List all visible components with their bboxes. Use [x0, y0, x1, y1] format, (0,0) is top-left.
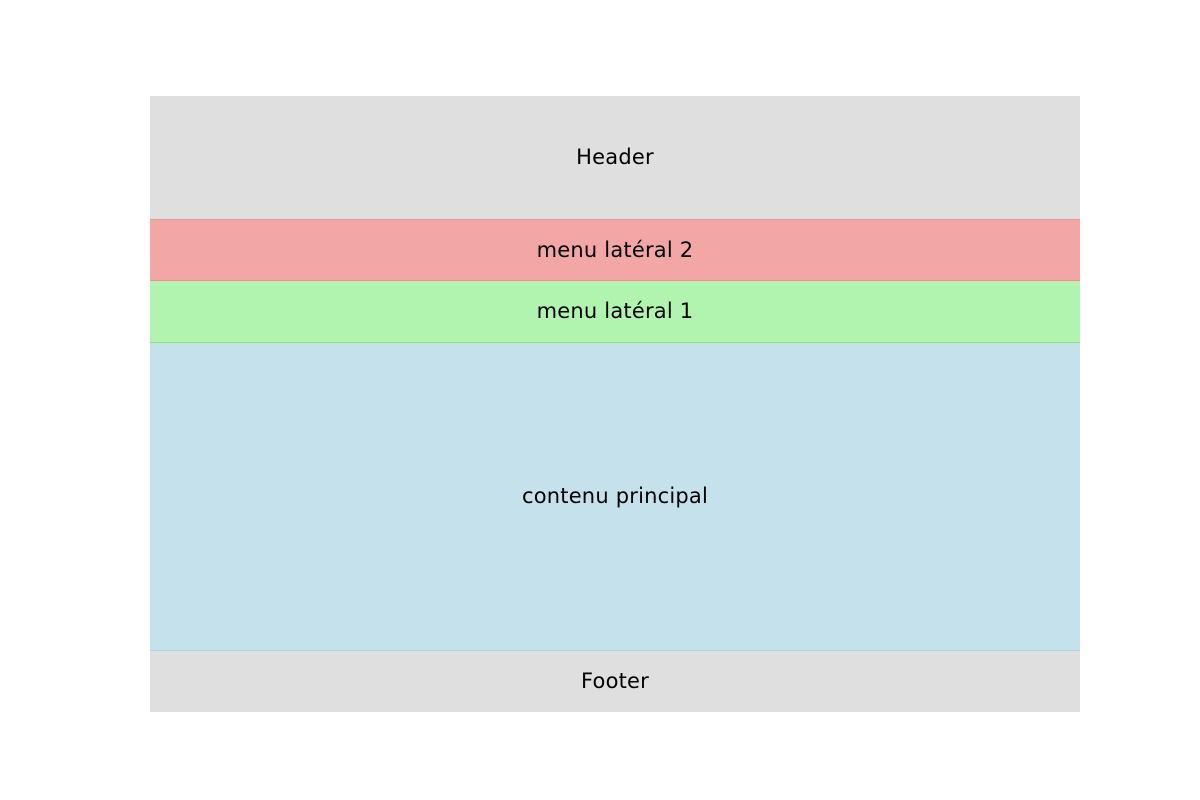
- side-menu-1-region: menu latéral 1: [150, 281, 1080, 343]
- main-content-region: contenu principal: [150, 343, 1080, 651]
- side-menu-2-label: menu latéral 2: [536, 237, 694, 262]
- side-menu-2-region: menu latéral 2: [150, 219, 1080, 281]
- side-menu-1-label: menu latéral 1: [536, 299, 694, 323]
- page-layout-diagram: Header menu latéral 2 menu latéral 1 con…: [150, 96, 1080, 712]
- footer-region: Footer: [150, 651, 1080, 712]
- main-content-label: contenu principal: [521, 484, 709, 508]
- header-label: Header: [576, 145, 654, 169]
- header-region: Header: [150, 96, 1080, 219]
- footer-label: Footer: [580, 669, 649, 693]
